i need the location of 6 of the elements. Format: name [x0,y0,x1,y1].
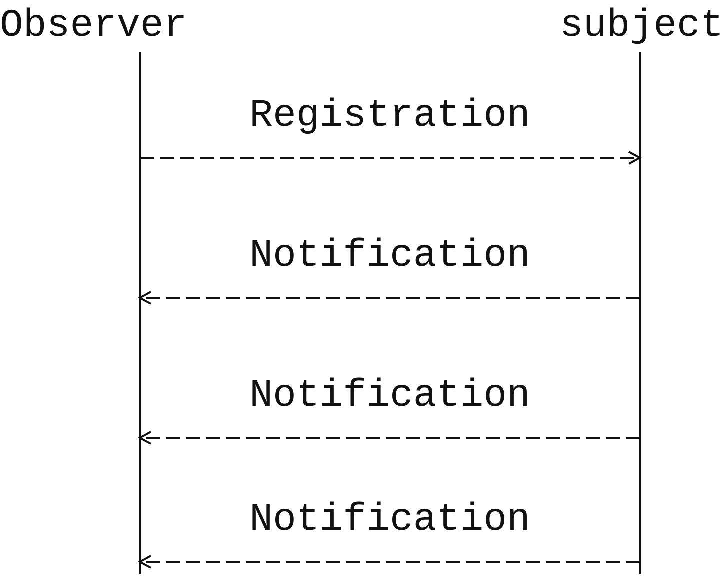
dashed-arrow [139,555,640,569]
participant-label: Observer [0,4,188,48]
dashed-arrow [139,291,640,305]
participant-label: subject [560,4,724,48]
dashed-arrow [140,151,641,165]
dashed-arrow [139,431,640,445]
